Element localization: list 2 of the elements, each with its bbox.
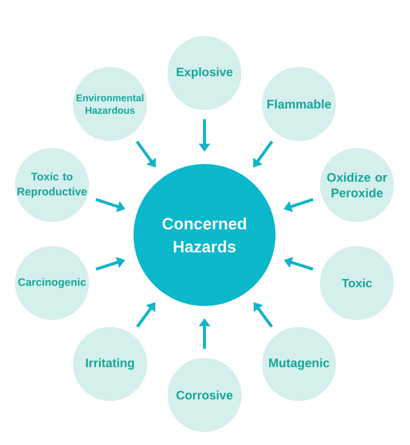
- arrow: [253, 140, 274, 168]
- arrow: [136, 140, 156, 168]
